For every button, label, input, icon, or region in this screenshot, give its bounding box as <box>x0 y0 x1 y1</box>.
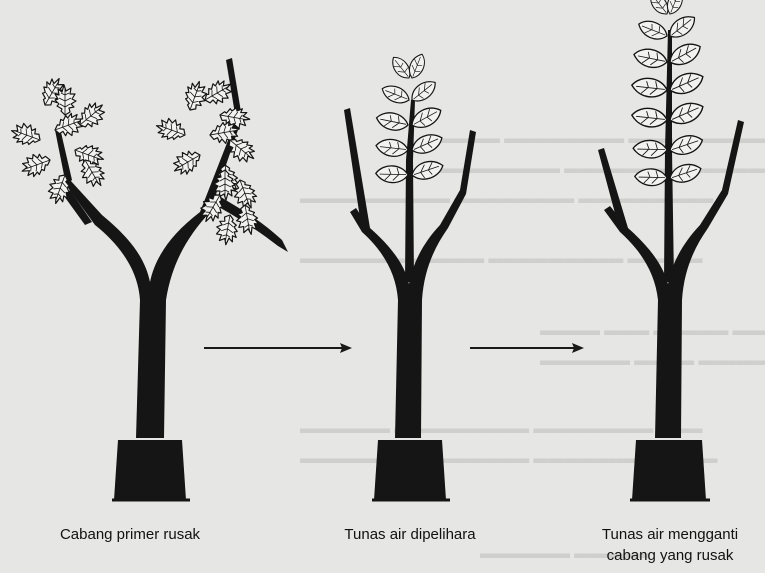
arrow-right-1 <box>204 343 352 353</box>
caption-right-line2: cabang yang rusak <box>560 546 765 565</box>
arrow-right-2 <box>470 343 584 353</box>
caption-left: Cabang primer rusak <box>20 525 240 544</box>
caption-middle: Tunas air dipelihara <box>300 525 520 544</box>
tree-water-shoot-kept <box>344 52 476 500</box>
caption-right-line1: Tunas air mengganti <box>560 525 765 544</box>
tree-water-shoot-replaces <box>598 0 744 500</box>
tree-damaged-branch <box>8 58 288 500</box>
